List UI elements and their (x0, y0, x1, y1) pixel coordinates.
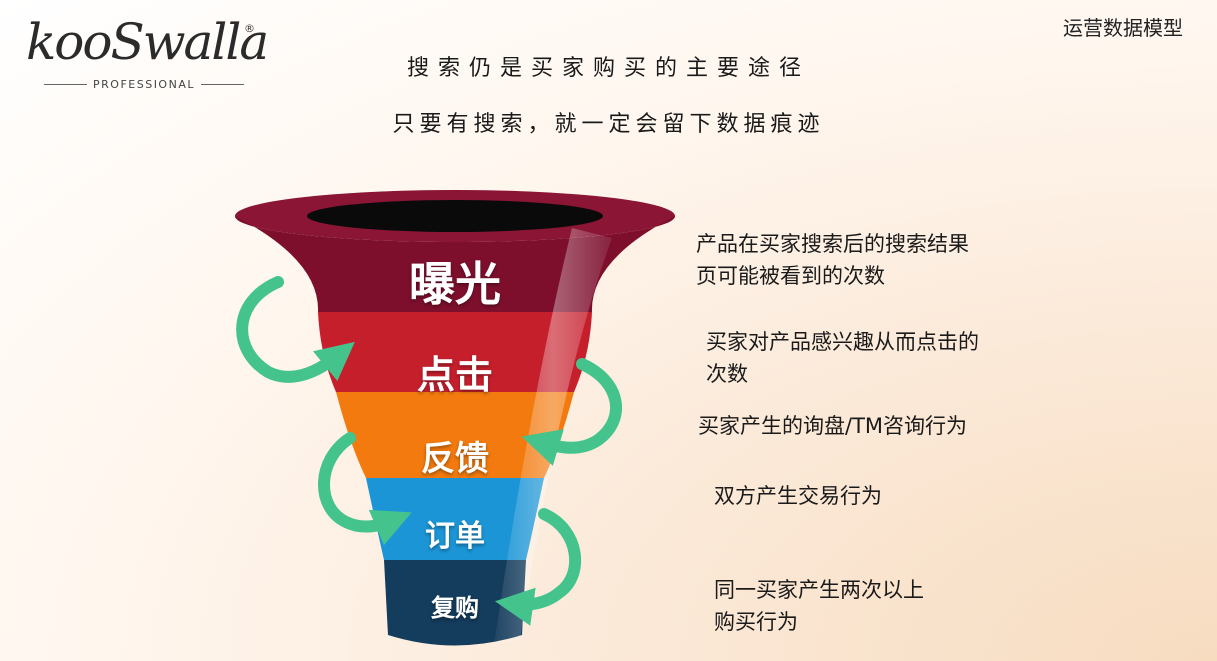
registered-mark: ® (244, 22, 255, 35)
stage-description-feedback: 买家产生的询盘/TM咨询行为 (698, 410, 967, 442)
stage-description-impression: 产品在买家搜索后的搜索结果 页可能被看到的次数 (696, 228, 969, 292)
stage-label-click: 点击 (416, 353, 493, 397)
funnel-band-feedback (336, 392, 574, 478)
description-line: 次数 (706, 362, 748, 386)
stage-label-order: 订单 (425, 519, 485, 554)
stage-description-order: 双方产生交易行为 (714, 480, 882, 512)
logo-subtitle: PROFESSIONAL (44, 78, 244, 91)
arrow-feedback-curve (521, 358, 622, 466)
headline-line-1: 搜索仍是买家购买的主要途径 (406, 56, 810, 81)
logo-rule-left (44, 84, 88, 85)
description-line: 双方产生交易行为 (714, 484, 882, 508)
logo-rule-right (200, 84, 244, 85)
corner-title: 运营数据模型 (1063, 16, 1183, 40)
arrow-click-curve (236, 276, 355, 383)
funnel-band-click (318, 312, 592, 392)
logo-wordmark: kooSwalla (26, 13, 269, 71)
arrow-repurchase-curve (494, 508, 581, 626)
funnel-band-repurchase (384, 560, 526, 646)
funnel-rim (235, 190, 675, 242)
description-line: 产品在买家搜索后的搜索结果 (696, 232, 969, 256)
stage-description-click: 买家对产品感兴趣从而点击的 次数 (706, 326, 979, 390)
stage-label-impression: 曝光 (409, 257, 501, 311)
stage-label-feedback: 反馈 (421, 439, 489, 479)
description-line: 同一买家产生两次以上 (714, 578, 924, 602)
stage-description-repurchase: 同一买家产生两次以上 购买行为 (714, 574, 924, 638)
description-line: 买家产生的询盘/TM咨询行为 (698, 414, 968, 438)
arrow-order-curve (318, 432, 412, 546)
funnel-opening (307, 200, 603, 232)
description-line: 购买行为 (714, 610, 798, 634)
headline-line-2: 只要有搜索，就一定会留下数据痕迹 (392, 112, 825, 137)
brand-logo: kooSwalla ® PROFESSIONAL (22, 8, 269, 98)
stage-label-repurchase: 复购 (431, 594, 479, 622)
description-line: 买家对产品感兴趣从而点击的 (706, 330, 979, 354)
logo-subtitle-text: PROFESSIONAL (93, 78, 195, 91)
description-line: 页可能被看到的次数 (696, 264, 885, 288)
